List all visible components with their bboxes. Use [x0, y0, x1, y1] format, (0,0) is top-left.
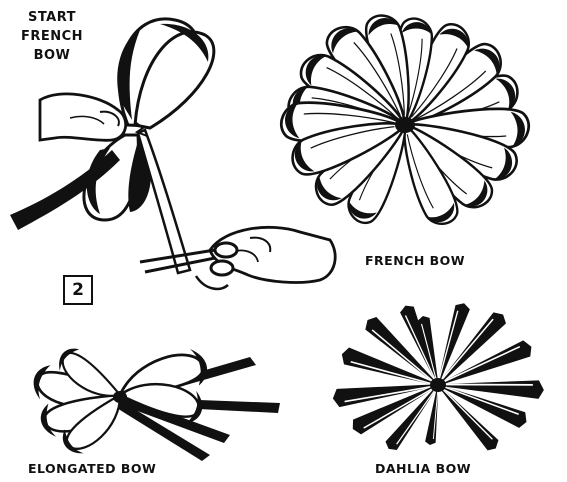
step-number-box: 2 [63, 275, 93, 305]
start-french-bow-label: START FRENCH BOW [12, 8, 92, 65]
french-bow-caption: FRENCH BOW [365, 253, 465, 268]
start-label-line-3: BOW [12, 46, 92, 65]
dahlia-bow-caption: DAHLIA BOW [375, 461, 471, 476]
start-label-line-2: FRENCH [12, 27, 92, 46]
start-label-line-1: START [12, 8, 92, 27]
elongated-bow-drawing [28, 343, 280, 461]
french-bow-drawing [281, 11, 528, 230]
elongated-bow-caption: ELONGATED BOW [28, 461, 156, 476]
dahlia-bow-drawing [333, 302, 544, 453]
